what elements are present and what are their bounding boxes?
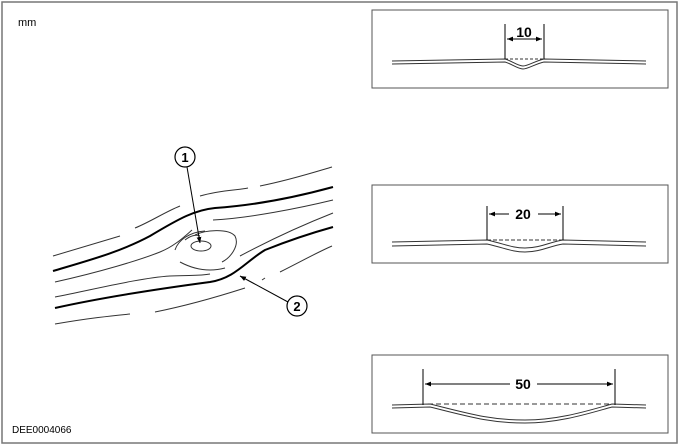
callout-1-label: 1 (181, 150, 188, 165)
callout-2: 2 (239, 275, 308, 317)
detail-box-10: 10 (371, 9, 669, 89)
unit-label: mm (18, 17, 36, 29)
dimension-50: 50 (515, 376, 531, 392)
thick-contour-lower (54, 226, 334, 309)
dimension-10: 10 (516, 24, 532, 40)
thick-contour-upper (52, 186, 334, 272)
dimension-20: 20 (515, 206, 531, 222)
figure-id: DEE0004066 (12, 425, 72, 436)
panel-surface-illustration (52, 166, 334, 325)
callout-2-label: 2 (293, 299, 300, 314)
detail-box-20: 20 (371, 184, 669, 264)
callout-1: 1 (174, 146, 202, 244)
detail-box-50: 50 (371, 354, 669, 434)
